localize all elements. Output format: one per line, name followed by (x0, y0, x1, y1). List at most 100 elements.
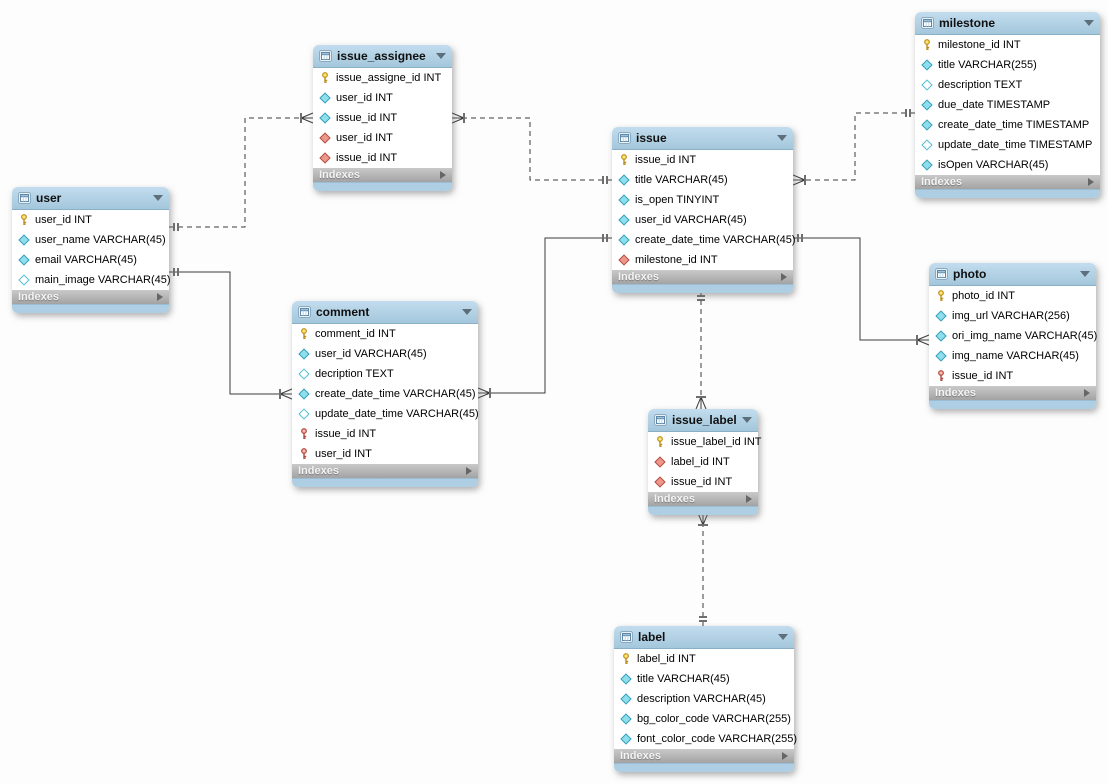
column-row-milestone-3[interactable]: due_date TIMESTAMP (915, 95, 1100, 115)
expand-arrow-icon[interactable] (746, 495, 752, 503)
indexes-footer-issue[interactable]: Indexes (612, 270, 793, 284)
collapse-triangle-icon[interactable] (153, 195, 163, 201)
column-row-comment-2[interactable]: decription TEXT (292, 364, 478, 384)
column-label: issue_id INT (635, 154, 697, 166)
column-row-user-2[interactable]: email VARCHAR(45) (12, 250, 169, 270)
column-row-milestone-6[interactable]: isOpen VARCHAR(45) (915, 155, 1100, 175)
relationship-line[interactable] (805, 112, 915, 181)
column-row-comment-1[interactable]: user_id VARCHAR(45) (292, 344, 478, 364)
column-row-issue-5[interactable]: milestone_id INT (612, 250, 793, 270)
column-row-milestone-0[interactable]: milestone_id INT (915, 35, 1100, 55)
column-row-issue-0[interactable]: issue_id INT (612, 150, 793, 170)
column-row-label-2[interactable]: description VARCHAR(45) (614, 689, 794, 709)
indexes-footer-label[interactable]: Indexes (614, 749, 794, 763)
expand-arrow-icon[interactable] (440, 171, 446, 179)
expand-arrow-icon[interactable] (466, 467, 472, 475)
column-row-issue_assignee-0[interactable]: issue_assigne_id INT (313, 68, 452, 88)
column-row-photo-2[interactable]: ori_img_name VARCHAR(45) (929, 326, 1097, 346)
table-header-photo[interactable]: photo (929, 263, 1096, 286)
relationship-user-issue_assignee[interactable] (169, 112, 314, 231)
column-row-comment-6[interactable]: user_id INT (292, 444, 478, 464)
relationship-line[interactable] (464, 117, 612, 181)
column-row-issue_label-1[interactable]: label_id INT (648, 452, 758, 472)
column-row-photo-0[interactable]: photo_id INT (929, 286, 1096, 306)
relationship-line[interactable] (490, 237, 612, 394)
relationship-issue-issue_label[interactable] (695, 291, 707, 410)
column-row-label-3[interactable]: bg_color_code VARCHAR(255) (614, 709, 794, 729)
collapse-triangle-icon[interactable] (778, 634, 788, 640)
connector-marker (279, 388, 293, 395)
relationship-issue-issue_assignee[interactable] (451, 112, 612, 184)
relationship-line[interactable] (169, 117, 301, 228)
table-header-comment[interactable]: comment (292, 301, 478, 324)
indexes-footer-milestone[interactable]: Indexes (915, 175, 1100, 189)
column-row-issue_assignee-4[interactable]: issue_id INT (313, 148, 452, 168)
column-row-label-4[interactable]: font_color_code VARCHAR(255) (614, 729, 797, 749)
collapse-triangle-icon[interactable] (436, 53, 446, 59)
column-row-user-1[interactable]: user_name VARCHAR(45) (12, 230, 169, 250)
table-issue[interactable]: issue issue_id INT title VARCHAR(45)is_ope… (612, 127, 796, 293)
table-header-issue[interactable]: issue (612, 127, 793, 150)
primary-key-icon (654, 436, 666, 448)
table-header-milestone[interactable]: milestone (915, 12, 1100, 35)
relationship-user-comment[interactable] (169, 268, 293, 400)
indexes-footer-issue_label[interactable]: Indexes (648, 492, 758, 506)
column-row-photo-4[interactable]: issue_id INT (929, 366, 1096, 386)
relationship-issue-photo[interactable] (793, 234, 930, 346)
column-row-issue_label-2[interactable]: issue_id INT (648, 472, 758, 492)
expand-arrow-icon[interactable] (157, 293, 163, 301)
column-row-user-3[interactable]: main_image VARCHAR(45) (12, 270, 171, 290)
column-row-milestone-2[interactable]: description TEXT (915, 75, 1100, 95)
column-row-photo-1[interactable]: img_url VARCHAR(256) (929, 306, 1096, 326)
relationship-label-issue_label[interactable] (697, 512, 709, 626)
column-row-milestone-4[interactable]: create_date_time TIMESTAMP (915, 115, 1100, 135)
expand-arrow-icon[interactable] (1088, 178, 1094, 186)
column-row-comment-0[interactable]: comment_id INT (292, 324, 478, 344)
relationship-milestone-issue[interactable] (792, 109, 915, 186)
column-row-issue-2[interactable]: is_open TINYINT (612, 190, 793, 210)
column-row-issue-4[interactable]: create_date_time VARCHAR(45) (612, 230, 796, 250)
expand-arrow-icon[interactable] (782, 752, 788, 760)
table-header-issue_assignee[interactable]: issue_assignee (313, 45, 452, 68)
column-row-milestone-5[interactable]: update_date_time TIMESTAMP (915, 135, 1100, 155)
table-header-label[interactable]: label (614, 626, 794, 649)
column-row-issue_assignee-3[interactable]: user_id INT (313, 128, 452, 148)
column-row-label-0[interactable]: label_id INT (614, 649, 794, 669)
column-row-milestone-1[interactable]: title VARCHAR(255) (915, 55, 1100, 75)
indexes-footer-user[interactable]: Indexes (12, 290, 169, 304)
collapse-triangle-icon[interactable] (1080, 271, 1090, 277)
column-row-issue_assignee-2[interactable]: issue_id INT (313, 108, 452, 128)
column-row-comment-4[interactable]: update_date_time VARCHAR(45) (292, 404, 479, 424)
expand-arrow-icon[interactable] (781, 273, 787, 281)
collapse-triangle-icon[interactable] (742, 417, 752, 423)
column-row-photo-3[interactable]: img_name VARCHAR(45) (929, 346, 1096, 366)
relationship-line[interactable] (793, 237, 917, 341)
column-row-issue_assignee-1[interactable]: user_id INT (313, 88, 452, 108)
column-row-issue-3[interactable]: user_id VARCHAR(45) (612, 210, 793, 230)
column-row-comment-5[interactable]: issue_id INT (292, 424, 478, 444)
table-header-user[interactable]: user (12, 187, 169, 210)
column-row-issue-1[interactable]: title VARCHAR(45) (612, 170, 793, 190)
collapse-triangle-icon[interactable] (1084, 20, 1094, 26)
column-row-comment-3[interactable]: create_date_time VARCHAR(45) (292, 384, 478, 404)
relationship-line[interactable] (169, 271, 280, 395)
column-row-user-0[interactable]: user_id INT (12, 210, 169, 230)
column-row-issue_label-0[interactable]: issue_label_id INT (648, 432, 762, 452)
collapse-triangle-icon[interactable] (777, 135, 787, 141)
indexes-footer-issue_assignee[interactable]: Indexes (313, 168, 452, 182)
table-header-issue_label[interactable]: issue_label (648, 409, 758, 432)
indexes-footer-photo[interactable]: Indexes (929, 386, 1096, 400)
relationship-issue-comment[interactable] (477, 234, 612, 399)
column-row-label-1[interactable]: title VARCHAR(45) (614, 669, 794, 689)
indexes-footer-comment[interactable]: Indexes (292, 464, 478, 478)
collapse-triangle-icon[interactable] (462, 309, 472, 315)
expand-arrow-icon[interactable] (1084, 389, 1090, 397)
